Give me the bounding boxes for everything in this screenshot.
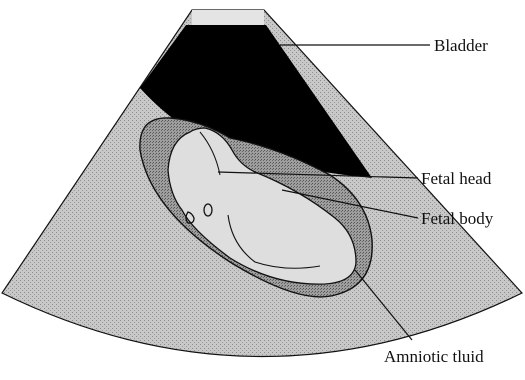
fetal-head-label: Fetal head	[421, 169, 492, 188]
amniotic-fluid-label: Amniotic tluid	[384, 347, 484, 366]
fetal-body-label: Fetal body	[421, 209, 494, 228]
bladder-label: Bladder	[434, 36, 488, 55]
ultrasound-probe-icon	[192, 10, 264, 26]
